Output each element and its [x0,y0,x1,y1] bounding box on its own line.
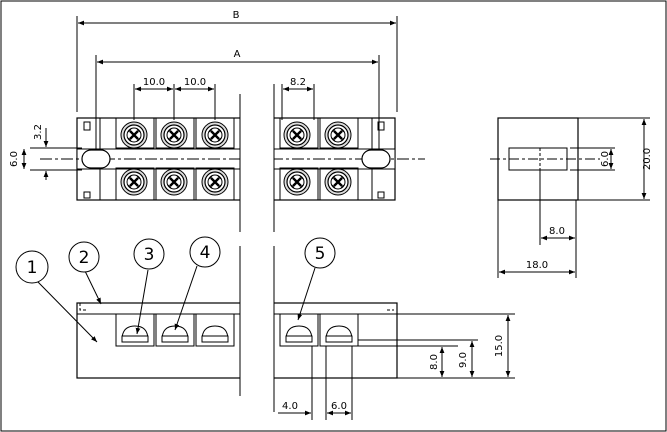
pitch-label-1: 10.0 [143,77,165,88]
slot-offset-label: 3.2 [33,124,44,140]
front-view [76,246,515,420]
dimension-pitch [133,84,315,120]
callout-balloons [15,236,336,284]
side-width-label: 18.0 [526,260,548,271]
side-height-label: 20.0 [642,148,653,170]
mounting-slot-right [361,149,391,169]
side-view [490,117,650,278]
callout-5: 5 [315,244,326,264]
pitch-label-2: 10.0 [184,77,206,88]
callout-4: 4 [200,243,211,263]
height-15-label: 15.0 [494,335,505,357]
slot-width-label: 6.0 [9,151,20,167]
callout-2: 2 [79,248,90,268]
top-view [40,84,425,232]
callout-3: 3 [144,245,155,265]
side-offset-label: 8.0 [549,226,565,237]
height-9-label: 9.0 [458,352,469,368]
dimension-slot [21,128,82,180]
front-4-label: 4.0 [282,401,298,412]
dimension-B-label: B [233,10,240,21]
height-8-label: 8.0 [429,354,440,370]
mounting-slot-left [81,149,111,169]
pitch-label-3: 8.2 [290,77,306,88]
dimension-B [76,16,398,112]
side-slot-label: 6.0 [600,151,611,167]
callout-leaders [37,265,316,343]
dimension-A-label: A [234,49,241,60]
front-6-label: 6.0 [331,401,347,412]
dimension-A [95,55,380,150]
callout-1: 1 [27,258,38,278]
